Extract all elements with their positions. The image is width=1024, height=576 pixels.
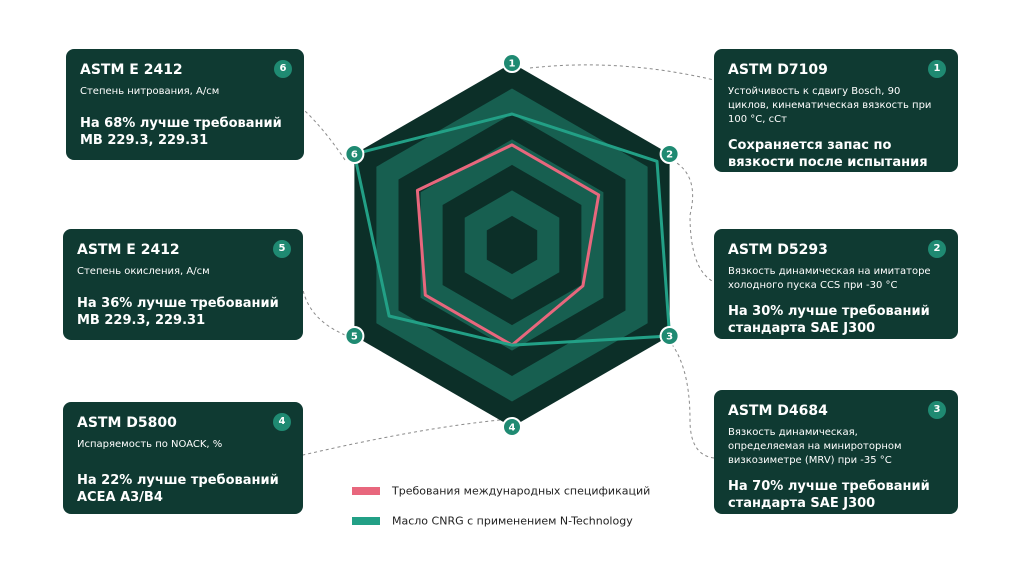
- card-4-description: Испаряемость по NOACK, %: [77, 439, 223, 450]
- axis-label-3: 3: [666, 332, 673, 343]
- card-3-result: На 70% лучше требований стандарта SAE J3…: [728, 479, 930, 511]
- axis-marker-5: [344, 326, 365, 346]
- legend-spec-swatch: [352, 487, 380, 495]
- axis-label-4: 4: [509, 423, 516, 434]
- axis-label-6: 6: [351, 150, 358, 161]
- card-5-description: Степень окисления, А/см: [77, 266, 210, 277]
- card-1: ASTM D7109 Устойчивость к сдвигу Bosch, …: [714, 49, 958, 187]
- card-2-description: Вязкость динамическая на имитаторе холод…: [728, 266, 931, 291]
- connector-5: [302, 289, 346, 336]
- card-2-result: На 30% лучше требований стандарта SAE J3…: [728, 304, 930, 336]
- card-6-standard: ASTM E 2412: [80, 62, 183, 78]
- card-1-standard: ASTM D7109: [728, 62, 828, 78]
- card-3-standard: ASTM D4684: [728, 403, 828, 419]
- card-1-result: Сохраняется запас по вязкости после испы…: [728, 138, 928, 187]
- card-4-result: На 22% лучше требований ACEA A3/B4: [77, 473, 279, 505]
- connector-6: [303, 109, 346, 161]
- connector-4: [302, 419, 501, 456]
- card-3-description: Вязкость динамическая, определяемая на м…: [728, 427, 902, 466]
- radar-ring-7: [486, 215, 538, 275]
- legend-cnrg-label: Масло CNRG с применением N-Technology: [392, 514, 633, 528]
- card-5-standard: ASTM E 2412: [77, 242, 180, 258]
- axis-marker-2: [659, 144, 680, 164]
- card-6: ASTM E 2412 Степень нитрования, А/см На …: [66, 49, 304, 160]
- legend-cnrg: Масло CNRG с применением N-Technology: [352, 514, 633, 528]
- axis-label-2: 2: [666, 150, 673, 161]
- card-4-standard: ASTM D5800: [77, 415, 177, 431]
- connector-1: [529, 64, 715, 81]
- card-6-result: На 68% лучше требований MB 229.3, 229.31: [80, 116, 282, 148]
- axis-marker-1: [502, 53, 522, 73]
- card-6-badge: 6: [274, 60, 292, 78]
- card-4-badge: 4: [273, 413, 291, 431]
- connector-2: [671, 159, 715, 283]
- axis-marker-3: [659, 326, 680, 346]
- card-4: ASTM D5800 Испаряемость по NOACK, % На 2…: [63, 402, 303, 514]
- card-6-description: Степень нитрования, А/см: [80, 86, 220, 97]
- card-1-description: Устойчивость к сдвигу Bosch, 90 циклов, …: [728, 86, 932, 125]
- axis-label-1: 1: [509, 59, 516, 70]
- card-5-badge: 5: [273, 240, 291, 258]
- axis-label-5: 5: [351, 332, 358, 343]
- card-5-result: На 36% лучше требований MB 229.3, 229.31: [77, 296, 279, 328]
- axis-marker-4: [502, 417, 522, 437]
- card-3: ASTM D4684 Вязкость динамическая, опреде…: [714, 390, 958, 514]
- legend-spec: Требования международных спецификаций: [352, 484, 650, 498]
- card-1-badge: 1: [928, 60, 946, 78]
- axis-marker-6: [344, 144, 365, 164]
- card-2-standard: ASTM D5293: [728, 242, 828, 258]
- connector-3: [663, 334, 715, 459]
- legend-cnrg-swatch: [352, 517, 380, 525]
- card-3-badge: 3: [928, 401, 946, 419]
- card-2: ASTM D5293 Вязкость динамическая на имит…: [714, 229, 958, 339]
- legend-spec-label: Требования международных спецификаций: [392, 484, 651, 498]
- card-2-badge: 2: [928, 240, 946, 258]
- card-5: ASTM E 2412 Степень окисления, А/см На 3…: [63, 229, 303, 340]
